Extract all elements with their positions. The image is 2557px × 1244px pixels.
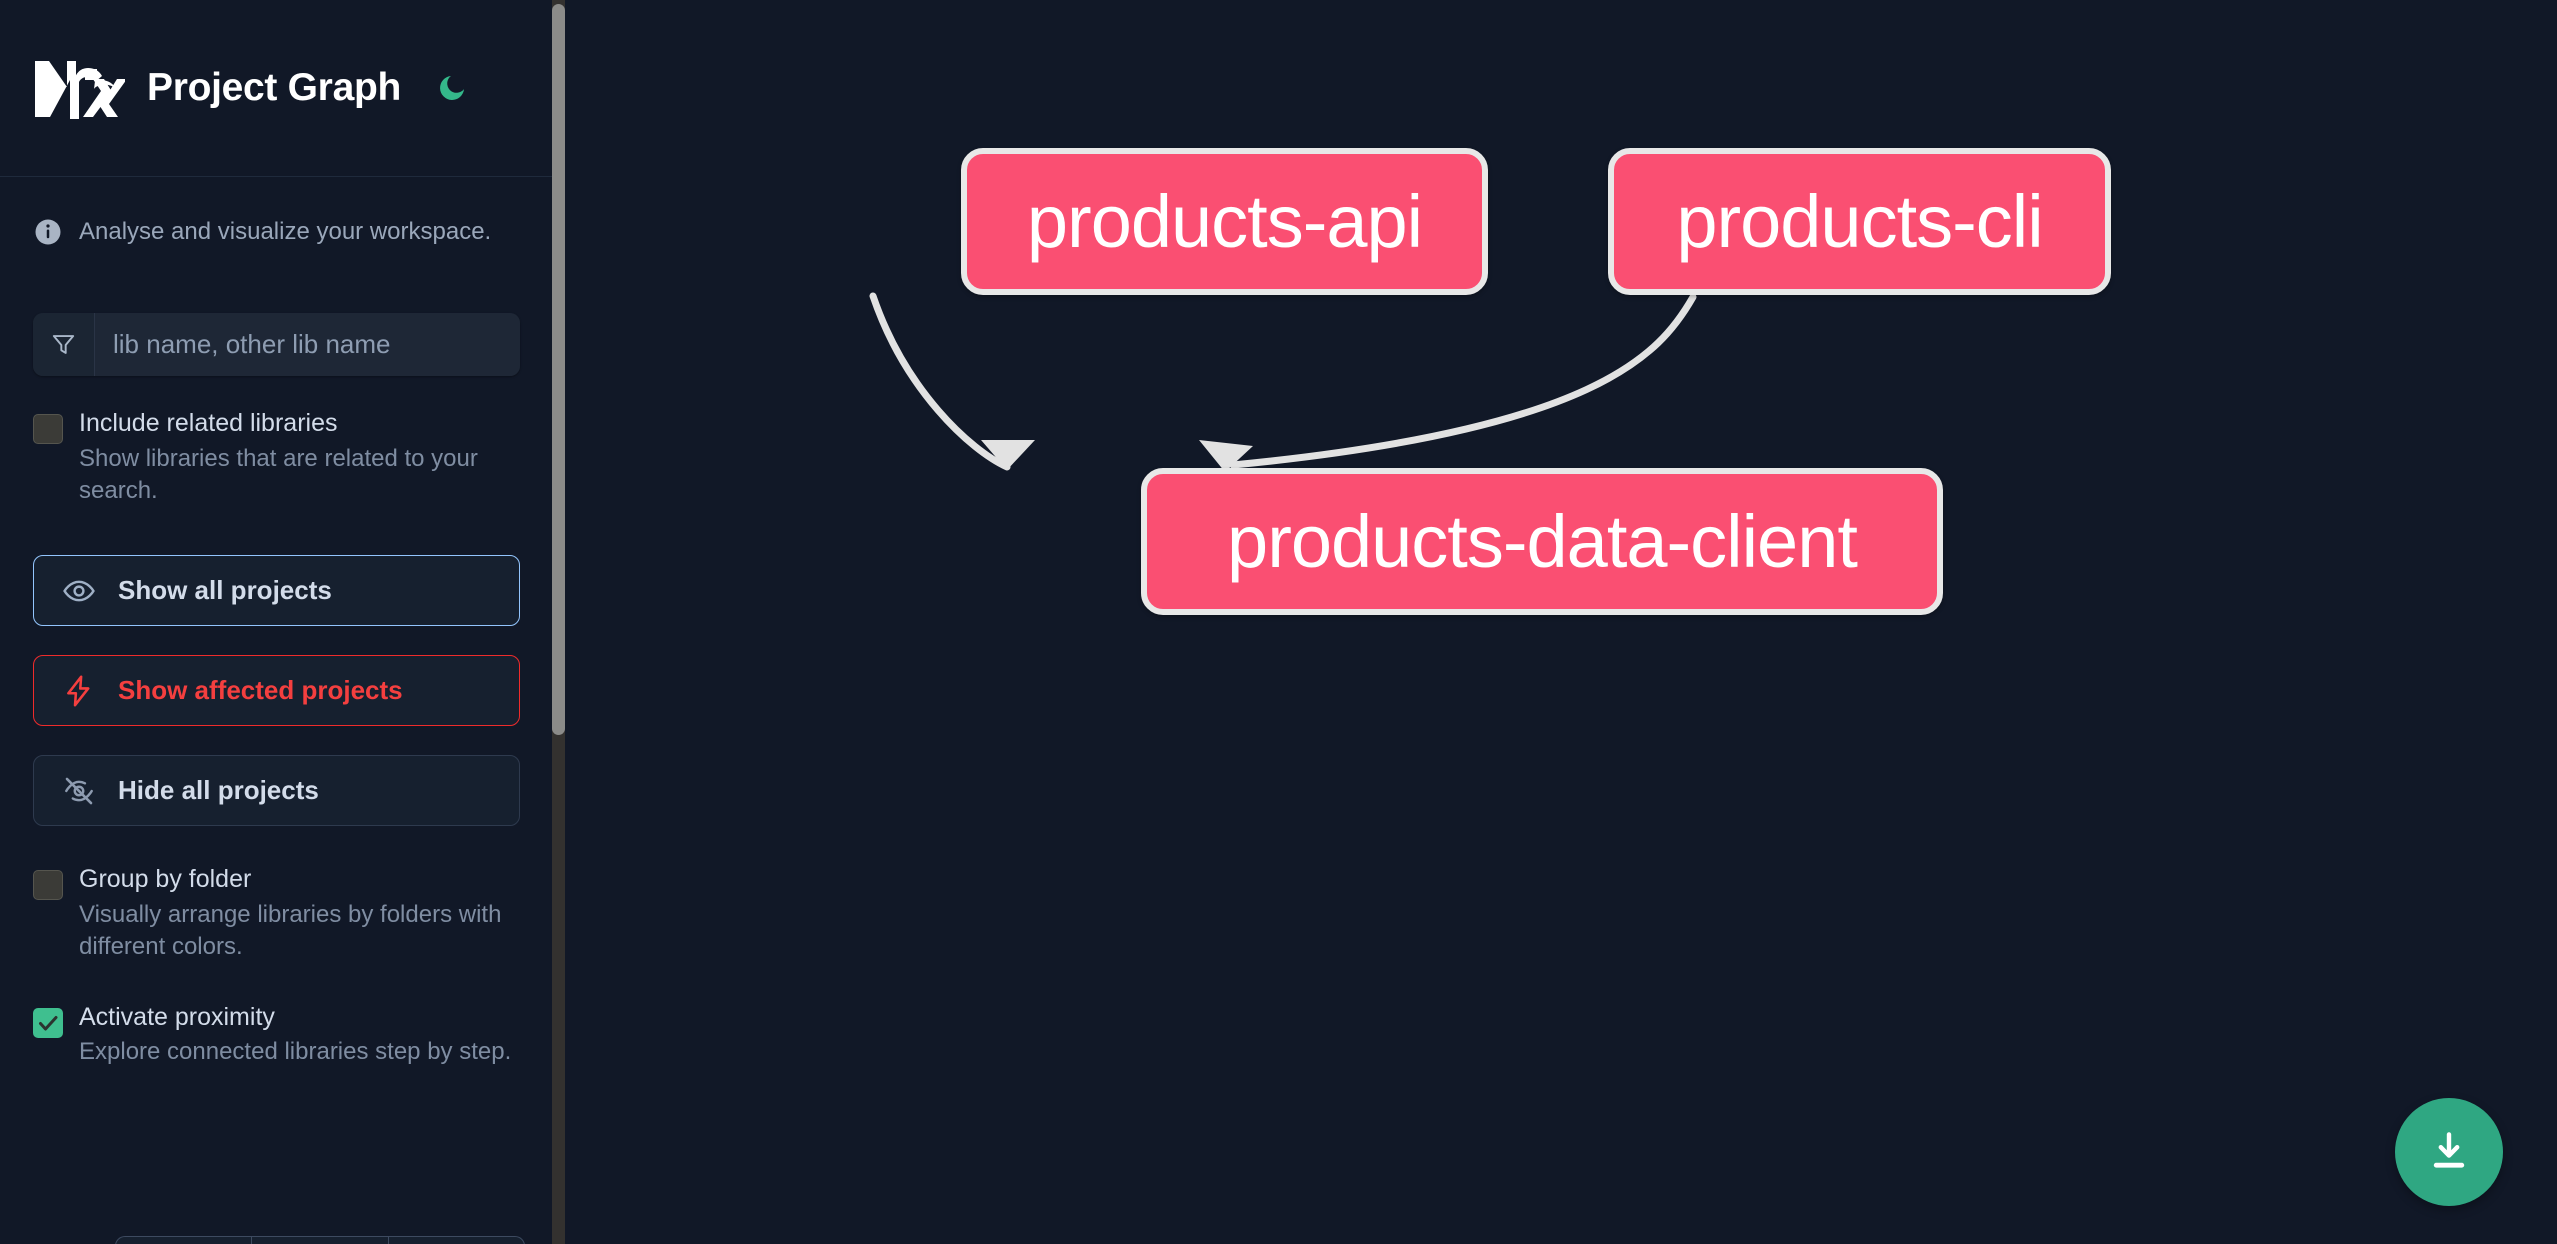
sidebar-edge	[565, 0, 575, 1244]
lightning-bolt-icon	[67, 675, 90, 707]
check-icon	[39, 1015, 58, 1031]
nx-logo-icon	[35, 61, 125, 119]
layout-options: Group by folder Visually arrange librari…	[33, 866, 520, 1068]
graph-node-products-cli[interactable]: products-cli	[1608, 148, 2111, 295]
option-group-by-folder[interactable]: Group by folder Visually arrange librari…	[33, 866, 520, 963]
button-label: Hide all projects	[118, 775, 319, 806]
edge-products-api-to-data-client	[869, 292, 1011, 471]
button-label: Show all projects	[118, 575, 332, 606]
eye-off-icon	[65, 777, 93, 805]
option-description: Visually arrange libraries by folders wi…	[79, 900, 502, 961]
sidebar-scroll-content: Project Graph Analyse and visualize your…	[0, 0, 553, 1244]
info-icon	[35, 219, 61, 245]
option-label: Activate proximity	[79, 1002, 275, 1031]
node-label: products-cli	[1676, 180, 2043, 263]
option-label: Group by folder	[79, 865, 252, 894]
graph-canvas[interactable]: products-api products-cli products-data-…	[575, 0, 2557, 1244]
filter-icon	[52, 335, 75, 354]
graph-node-products-data-client[interactable]: products-data-client	[1141, 468, 1943, 615]
button-label: Show affected projects	[118, 675, 403, 706]
search-box[interactable]	[33, 313, 520, 376]
analyse-hint: Analyse and visualize your workspace.	[33, 177, 520, 257]
page-title: Project Graph	[147, 66, 401, 109]
hide-all-projects-button[interactable]: Hide all projects	[33, 755, 520, 827]
arrowhead-to-data-client-left	[981, 440, 1035, 470]
theme-toggle-button[interactable]	[431, 67, 473, 109]
eye-icon	[63, 580, 95, 602]
graph-edges	[869, 292, 1697, 472]
node-label: products-data-client	[1227, 500, 1858, 583]
download-graph-button[interactable]	[2395, 1098, 2503, 1206]
checkbox-include-related-libraries[interactable]	[33, 414, 63, 444]
project-visibility-buttons: Show all projects Show affected projects	[33, 555, 520, 827]
segment-1[interactable]	[116, 1237, 253, 1244]
edge-products-cli-to-data-client	[1229, 293, 1697, 469]
segment-2[interactable]	[252, 1237, 389, 1244]
node-label: products-api	[1026, 180, 1423, 263]
checkbox-group-by-folder[interactable]	[33, 870, 63, 901]
download-icon	[2433, 1132, 2465, 1168]
option-include-related-libraries[interactable]: Include related libraries Show libraries…	[33, 409, 520, 507]
checkbox-activate-proximity[interactable]	[33, 1007, 63, 1038]
option-description: Explore connected libraries step by step…	[79, 1038, 512, 1066]
moon-icon	[440, 76, 464, 100]
show-affected-projects-button[interactable]: Show affected projects	[33, 655, 520, 727]
bottom-segmented-control[interactable]	[115, 1236, 525, 1244]
sidebar: Project Graph Analyse and visualize your…	[0, 0, 575, 1244]
analyse-hint-text: Analyse and visualize your workspace.	[79, 218, 492, 245]
option-label: Include related libraries	[79, 409, 338, 437]
show-all-projects-button[interactable]: Show all projects	[33, 555, 520, 627]
sidebar-header: Project Graph	[0, 0, 553, 177]
search-input[interactable]	[95, 313, 520, 376]
edge-products-cli-to-data-client-hidden	[1230, 296, 1687, 467]
sidebar-scrollbar-thumb[interactable]	[552, 4, 565, 735]
option-description: Show libraries that are related to your …	[79, 444, 478, 504]
graph-node-products-api[interactable]: products-api	[961, 148, 1488, 295]
option-activate-proximity[interactable]: Activate proximity Explore connected lib…	[33, 1002, 520, 1069]
segment-3[interactable]	[389, 1237, 524, 1244]
sidebar-body: Analyse and visualize your workspace.	[0, 177, 553, 1068]
filter-icon-button[interactable]	[33, 313, 95, 376]
